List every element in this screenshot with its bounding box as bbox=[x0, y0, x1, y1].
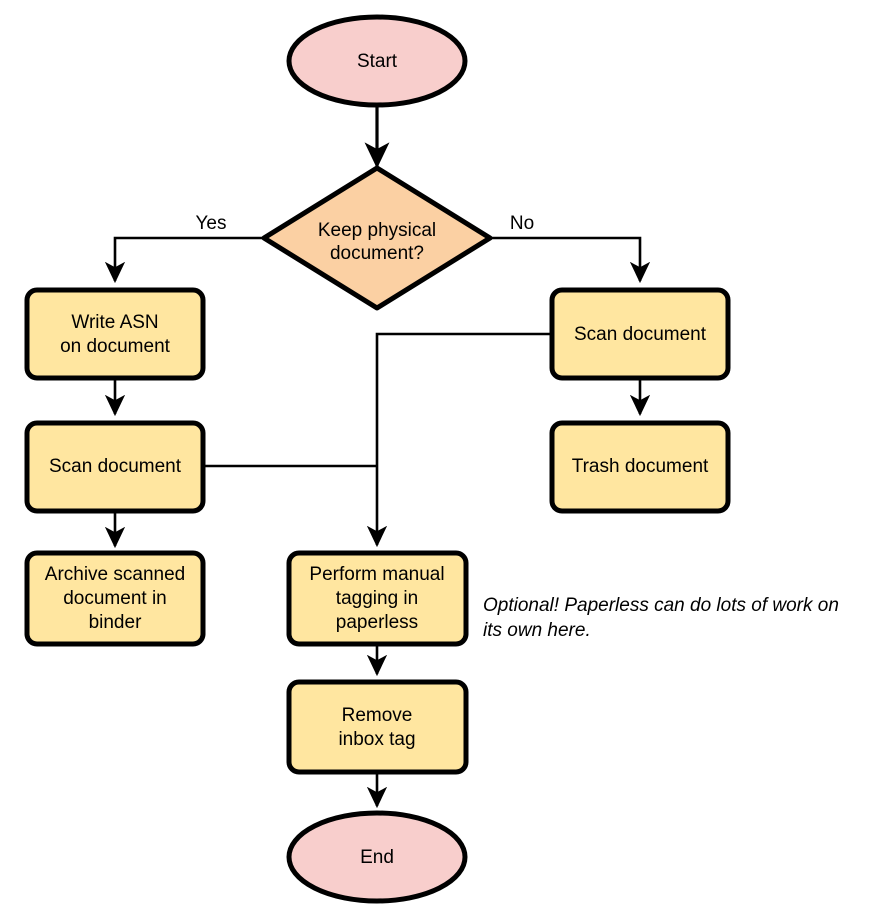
decision-diamond-shape[interactable] bbox=[261, 165, 493, 311]
archive-box-shape[interactable] bbox=[24, 550, 206, 647]
scan-document-left-box-shape[interactable] bbox=[24, 420, 206, 514]
archive-label-line3: binder bbox=[89, 612, 142, 633]
write-asn-box-shape[interactable] bbox=[24, 287, 206, 381]
remove-inbox-tag-label-line1: Remove bbox=[342, 705, 413, 726]
node-scan-document-right[interactable]: Scan document bbox=[549, 287, 731, 381]
remove-inbox-tag-box-shape[interactable] bbox=[286, 679, 469, 775]
edge-label-no: No bbox=[510, 213, 534, 234]
annotation-note: Optional! Paperless can do lots of work … bbox=[483, 595, 839, 641]
annotation-line2: its own here. bbox=[483, 620, 591, 641]
manual-tagging-box-shape[interactable] bbox=[286, 550, 469, 647]
annotation-line1: Optional! Paperless can do lots of work … bbox=[483, 595, 839, 616]
write-asn-label-line1: Write ASN bbox=[71, 312, 158, 333]
write-asn-label-line2: on document bbox=[60, 336, 171, 357]
edge-decision-yes-to-write-asn bbox=[104, 236, 264, 284]
end-terminator-shape[interactable] bbox=[286, 810, 468, 904]
edge-scan-right-to-manual-tagging bbox=[366, 332, 552, 548]
node-perform-manual-tagging[interactable]: Perform manual tagging in paperless bbox=[286, 550, 469, 647]
edge-label-yes: Yes bbox=[196, 213, 227, 234]
manual-tagging-label-line3: paperless bbox=[336, 612, 418, 633]
decision-label-line1: Keep physical bbox=[318, 220, 436, 241]
scan-document-right-box-shape[interactable] bbox=[549, 287, 731, 381]
end-label: End bbox=[360, 847, 394, 868]
node-decision-keep-physical-document[interactable]: Keep physical document? bbox=[261, 165, 493, 311]
node-archive-scanned-document-in-binder[interactable]: Archive scanned document in binder bbox=[24, 550, 206, 647]
manual-tagging-label-line1: Perform manual bbox=[309, 564, 444, 585]
remove-inbox-tag-label-line2: inbox tag bbox=[338, 729, 415, 750]
scan-document-left-label: Scan document bbox=[49, 456, 182, 477]
node-end[interactable]: End bbox=[286, 810, 468, 904]
start-terminator-shape[interactable] bbox=[286, 14, 468, 108]
archive-label-line1: Archive scanned bbox=[45, 564, 185, 585]
archive-label-line2: document in bbox=[63, 588, 167, 609]
decision-label-line2: document? bbox=[330, 243, 424, 264]
node-trash-document[interactable]: Trash document bbox=[549, 420, 731, 514]
scan-document-right-label: Scan document bbox=[574, 324, 707, 345]
manual-tagging-label-line2: tagging in bbox=[336, 588, 418, 609]
node-remove-inbox-tag[interactable]: Remove inbox tag bbox=[286, 679, 469, 775]
connectors bbox=[104, 103, 651, 809]
node-scan-document-left[interactable]: Scan document bbox=[24, 420, 206, 514]
node-write-asn-on-document[interactable]: Write ASN on document bbox=[24, 287, 206, 381]
trash-document-box-shape[interactable] bbox=[549, 420, 731, 514]
trash-document-label: Trash document bbox=[572, 456, 709, 477]
start-label: Start bbox=[357, 51, 398, 72]
edge-decision-no-to-scan-right bbox=[490, 236, 651, 284]
node-start[interactable]: Start bbox=[286, 14, 468, 108]
